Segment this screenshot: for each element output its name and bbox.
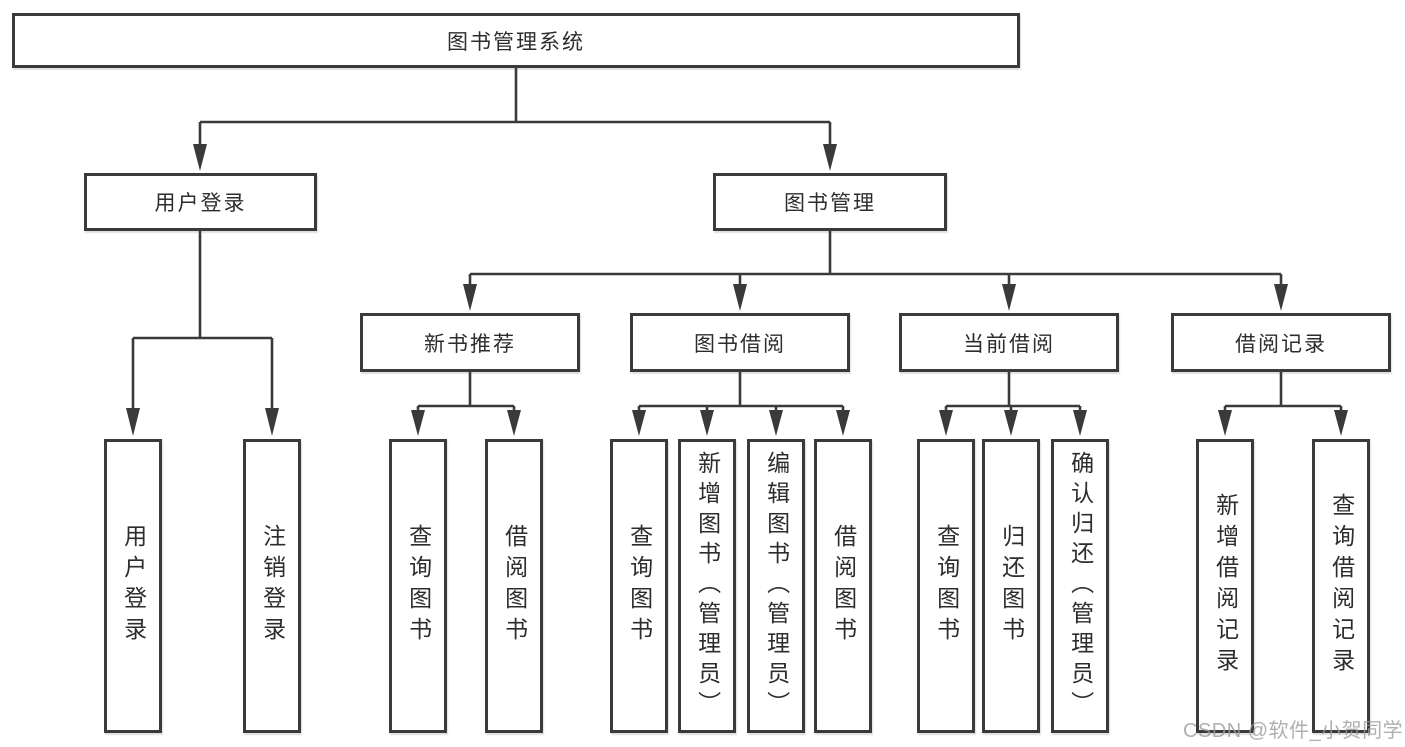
leaf-records-query: 查询借阅记录 xyxy=(1312,439,1370,733)
node-new-book-recommend-label: 新书推荐 xyxy=(424,332,516,356)
leaf-newbook-borrow: 借阅图书 xyxy=(485,439,543,733)
node-current-borrowing-label: 当前借阅 xyxy=(963,332,1055,356)
leaf-newbook-query-label: 查询图书 xyxy=(405,524,432,648)
node-user-login: 用户登录 xyxy=(84,173,317,231)
leaf-borrowing-borrow: 借阅图书 xyxy=(814,439,872,733)
leaf-current-query: 查询图书 xyxy=(917,439,975,733)
leaf-borrowing-borrow-label: 借阅图书 xyxy=(830,524,857,648)
leaf-logout: 注销登录 xyxy=(243,439,301,733)
leaf-current-return: 归还图书 xyxy=(982,439,1040,733)
leaf-records-add: 新增借阅记录 xyxy=(1196,439,1254,733)
leaf-records-add-label: 新增借阅记录 xyxy=(1212,493,1239,679)
node-current-borrowing: 当前借阅 xyxy=(899,313,1119,372)
leaf-newbook-query: 查询图书 xyxy=(389,439,447,733)
node-borrowing-records-label: 借阅记录 xyxy=(1235,332,1327,356)
leaf-logout-label: 注销登录 xyxy=(259,524,286,648)
leaf-current-confirm-admin-label: 确认归还（管理员） xyxy=(1067,451,1094,721)
leaf-newbook-borrow-label: 借阅图书 xyxy=(501,524,528,648)
node-root-system: 图书管理系统 xyxy=(12,13,1020,68)
leaf-borrowing-query: 查询图书 xyxy=(610,439,668,733)
leaf-records-query-label: 查询借阅记录 xyxy=(1328,493,1355,679)
node-borrowing-records: 借阅记录 xyxy=(1171,313,1391,372)
node-book-management-label: 图书管理 xyxy=(784,192,876,215)
leaf-borrowing-edit-admin: 编辑图书（管理员） xyxy=(747,439,805,733)
leaf-user-login-label: 用户登录 xyxy=(120,524,147,648)
node-new-book-recommend: 新书推荐 xyxy=(360,313,580,372)
leaf-current-query-label: 查询图书 xyxy=(933,524,960,648)
leaf-borrowing-add-admin-label: 新增图书（管理员） xyxy=(694,451,721,721)
leaf-borrowing-add-admin: 新增图书（管理员） xyxy=(678,439,736,733)
csdn-watermark: CSDN @软件_小贺同学 xyxy=(1183,720,1404,742)
leaf-borrowing-query-label: 查询图书 xyxy=(626,524,653,648)
leaf-borrowing-edit-admin-label: 编辑图书（管理员） xyxy=(763,451,790,721)
leaf-current-return-label: 归还图书 xyxy=(998,524,1025,648)
leaf-user-login: 用户登录 xyxy=(104,439,162,733)
node-book-borrowing-label: 图书借阅 xyxy=(694,332,786,356)
leaf-current-confirm-admin: 确认归还（管理员） xyxy=(1051,439,1109,733)
node-book-management: 图书管理 xyxy=(713,173,947,231)
node-book-borrowing: 图书借阅 xyxy=(630,313,850,372)
node-user-login-label: 用户登录 xyxy=(154,192,247,215)
node-root-label: 图书管理系统 xyxy=(447,30,585,54)
